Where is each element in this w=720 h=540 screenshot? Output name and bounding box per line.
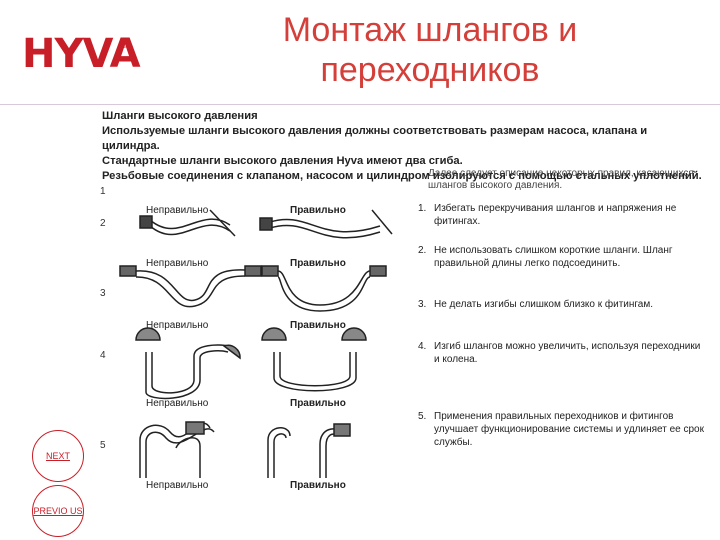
row3-wrong-diagram <box>119 265 262 308</box>
previous-button[interactable]: PREVIO US <box>32 485 84 537</box>
intro-line-2: Используемые шланги высокого давления до… <box>102 125 648 152</box>
note-2-text: Не использовать слишком короткие шланги.… <box>434 245 673 269</box>
intro-text: Шланги высокого давления Используемые шл… <box>102 109 702 184</box>
row5-wrong-diagram <box>139 421 215 478</box>
row-number-5: 5 <box>100 440 106 451</box>
note-1-number: 1. <box>418 203 427 214</box>
intro-line-3: Стандартные шланги высокого давления Hyv… <box>102 155 463 167</box>
note-1: 1. Избегать перекручивания шлангов и нап… <box>418 202 708 228</box>
row4-right-diagram <box>261 327 367 392</box>
overlay-caption: Далее следует описание некоторых правил,… <box>428 168 694 191</box>
row5-right-diagram <box>267 423 351 478</box>
next-button[interactable]: NEXT <box>32 430 84 482</box>
note-3-number: 3. <box>418 299 427 310</box>
label-right-bottom: Правильно <box>290 480 346 491</box>
label-wrong-row3: Неправильно <box>146 258 209 269</box>
note-4: 4. Изгиб шлангов можно увеличить, исполь… <box>418 340 708 366</box>
label-right-row4: Правильно <box>290 320 346 331</box>
title-line-2: переходников <box>320 51 540 89</box>
note-3-text: Не делать изгибы слишком близко к фитинг… <box>434 299 654 310</box>
row2-wrong-diagram <box>139 209 236 237</box>
previous-button-label: PREVIO US <box>33 506 83 516</box>
label-right-row3: Правильно <box>290 258 346 269</box>
note-5-text: Применения правильных переходников и фит… <box>434 411 704 448</box>
label-wrong-row5: Неправильно <box>146 398 209 409</box>
label-right-row2: Правильно <box>290 205 346 216</box>
note-5-number: 5. <box>418 411 427 422</box>
title-line-1: Монтаж шлангов и <box>282 11 578 49</box>
registered-mark: ® <box>120 40 128 51</box>
row3-right-diagram <box>261 265 387 312</box>
intro-line-1: Шланги высокого давления <box>102 110 258 122</box>
note-4-text: Изгиб шлангов можно увеличить, используя… <box>434 341 701 365</box>
hyva-logo: HYVA <box>22 31 141 77</box>
row-number-2: 2 <box>100 218 106 229</box>
note-5: 5. Применения правильных переходников и … <box>418 410 708 449</box>
label-wrong-bottom: Неправильно <box>146 480 209 491</box>
slide-title: Монтаж шлангов и переходников <box>210 10 650 90</box>
row-number-4: 4 <box>100 350 106 361</box>
row-number-1: 1 <box>100 186 106 197</box>
note-2: 2. Не использовать слишком короткие шлан… <box>418 244 708 270</box>
intro-line-4: Резьбовые соединения с клапаном, насосом… <box>102 170 702 182</box>
row-number-3: 3 <box>100 288 106 299</box>
note-2-number: 2. <box>418 245 427 256</box>
note-4-number: 4. <box>418 341 427 352</box>
row2-right-diagram <box>259 209 393 239</box>
label-right-row5: Правильно <box>290 398 346 409</box>
label-wrong-row2: Неправильно <box>146 205 209 216</box>
note-1-text: Избегать перекручивания шлангов и напряж… <box>434 203 677 227</box>
next-button-label: NEXT <box>45 451 70 461</box>
label-wrong-row4: Неправильно <box>146 320 209 331</box>
header-divider <box>0 104 720 105</box>
row4-wrong-diagram <box>135 327 241 400</box>
note-3: 3. Не делать изгибы слишком близко к фит… <box>418 298 708 311</box>
